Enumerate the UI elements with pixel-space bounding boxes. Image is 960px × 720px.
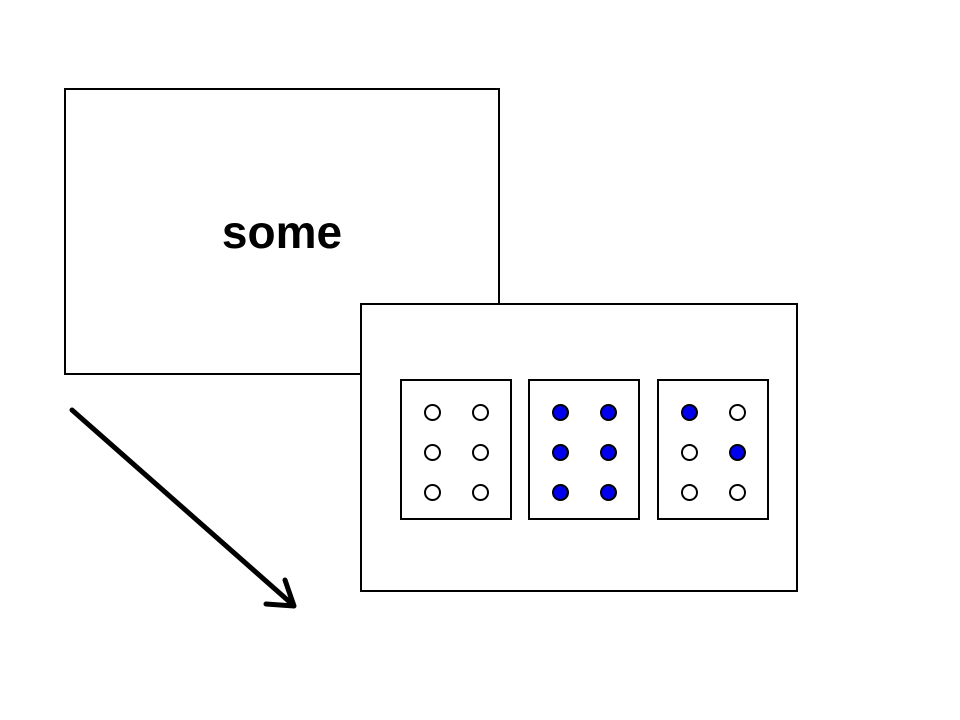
filled-dot: [552, 484, 569, 501]
word-card: some: [64, 88, 500, 375]
empty-dot: [681, 484, 698, 501]
dot-panel-2: [528, 379, 640, 520]
filled-dot: [552, 444, 569, 461]
filled-dot: [552, 404, 569, 421]
empty-dot: [424, 444, 441, 461]
quantifier-word: some: [221, 206, 343, 258]
empty-dot: [424, 404, 441, 421]
dot-display-card: [360, 303, 798, 592]
arrow-shaft: [69, 407, 295, 607]
empty-dot: [472, 444, 489, 461]
dot-panel-1: [400, 379, 512, 520]
empty-dot: [472, 404, 489, 421]
empty-dot: [729, 404, 746, 421]
filled-dot: [600, 404, 617, 421]
filled-dot: [681, 404, 698, 421]
arrow-head: [263, 577, 297, 609]
empty-dot: [729, 484, 746, 501]
filled-dot: [600, 484, 617, 501]
empty-dot: [681, 444, 698, 461]
dot-panel-3: [657, 379, 769, 520]
filled-dot: [600, 444, 617, 461]
empty-dot: [424, 484, 441, 501]
empty-dot: [472, 484, 489, 501]
filled-dot: [729, 444, 746, 461]
